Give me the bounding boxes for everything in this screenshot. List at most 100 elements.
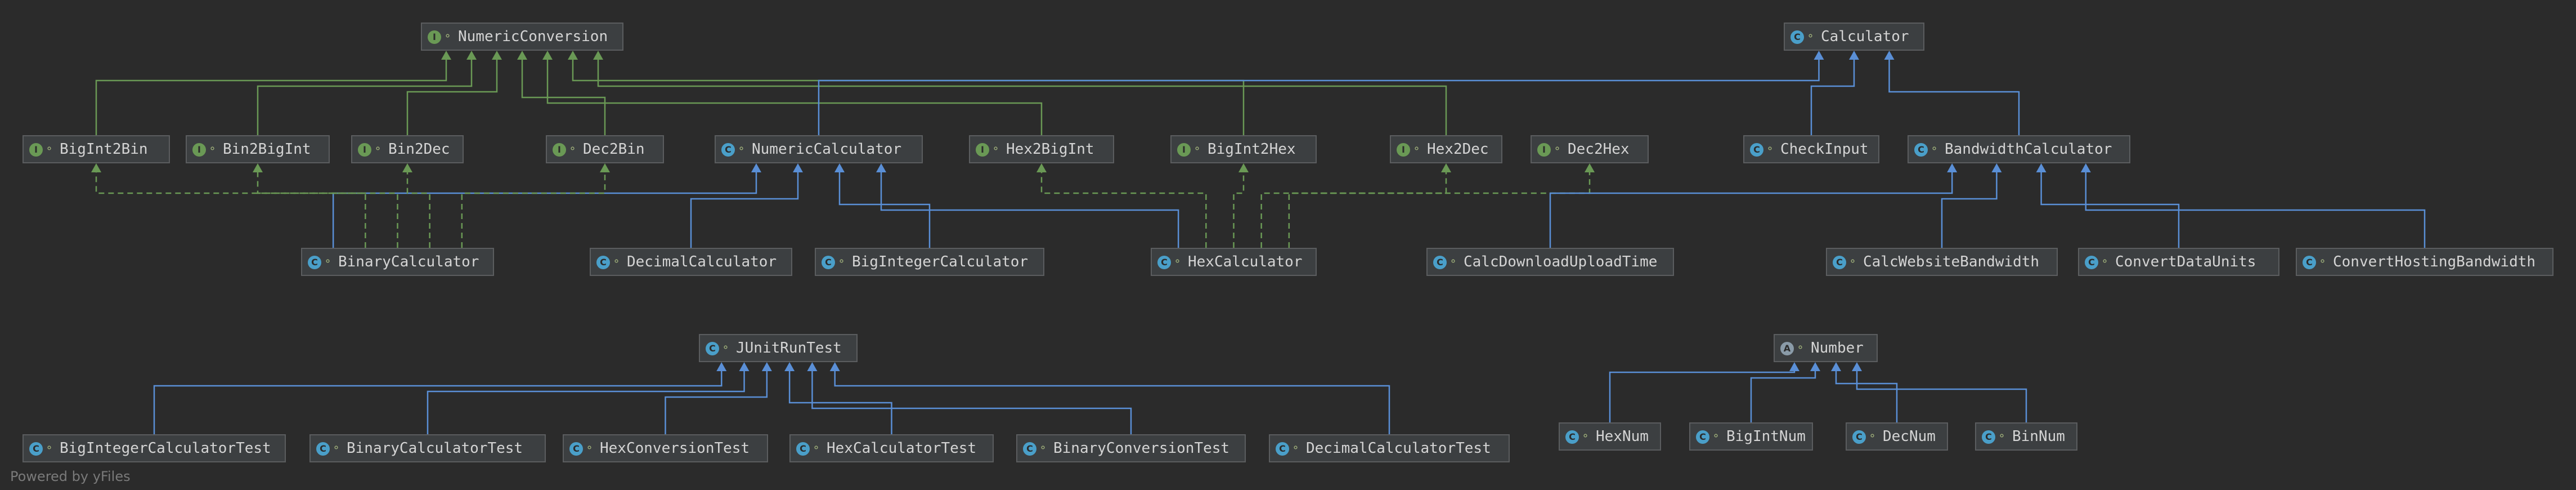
node-label: ConvertDataUnits — [2115, 253, 2256, 270]
visibility-icon: ⚬ — [45, 442, 54, 454]
interface-icon: I — [358, 143, 371, 157]
edge-hex-calculator-to-big-int2-hex — [1233, 171, 1245, 248]
node-calc-download-upload-time[interactable]: C⚬CalcDownloadUploadTime — [1426, 248, 1674, 276]
class-icon: C — [796, 442, 810, 456]
node-label: BinaryConversionTest — [1053, 440, 1230, 457]
visibility-icon: ⚬ — [1796, 342, 1805, 354]
node-bin-num[interactable]: C⚬BinNum — [1975, 422, 2077, 451]
node-numeric-conversion[interactable]: I⚬NumericConversion — [421, 23, 623, 51]
node-calculator[interactable]: C⚬Calculator — [1784, 23, 1924, 51]
class-icon: C — [1565, 430, 1579, 444]
node-number[interactable]: A⚬Number — [1774, 334, 1878, 362]
visibility-icon: ⚬ — [1712, 430, 1721, 442]
class-icon: C — [1023, 442, 1036, 456]
node-label: Calculator — [1821, 28, 1909, 45]
node-dec2-hex[interactable]: I⚬Dec2Hex — [1531, 135, 1649, 163]
node-label: HexConversionTest — [600, 440, 750, 457]
edge-big-integer-calculator-test-to-j-unit-run-test — [153, 370, 722, 434]
edge-big-int2-hex-to-numeric-conversion — [572, 59, 1245, 135]
node-label: HexNum — [1596, 428, 1649, 445]
watermark: Powered by yFiles — [10, 469, 131, 484]
arrowhead-icon — [402, 163, 412, 172]
visibility-icon: ⚬ — [2101, 256, 2110, 268]
node-label: BigInt2Hex — [1208, 141, 1296, 158]
class-icon: C — [316, 442, 330, 456]
interface-icon: I — [976, 143, 989, 157]
edge-hex-calculator-to-dec2-hex — [1288, 171, 1591, 248]
node-check-input[interactable]: C⚬CheckInput — [1743, 135, 1879, 163]
interface-icon: I — [1397, 143, 1410, 157]
arrowhead-icon — [2036, 163, 2047, 172]
edge-decimal-calculator-test-to-j-unit-run-test — [834, 370, 1390, 434]
node-big-integer-calculator-test[interactable]: C⚬BigIntegerCalculatorTest — [23, 434, 286, 462]
class-icon: C — [1982, 430, 1995, 444]
node-decimal-calculator-test[interactable]: C⚬DecimalCalculatorTest — [1269, 434, 1510, 462]
edge-hex2-dec-to-numeric-conversion — [597, 59, 1447, 135]
node-convert-data-units[interactable]: C⚬ ConvertDataUnits — [2078, 248, 2279, 276]
edge-hex2-big-int-to-numeric-conversion — [546, 59, 1043, 135]
node-hex2-dec[interactable]: I⚬Hex2Dec — [1390, 135, 1502, 163]
edge-binary-calculator-to-numeric-calculator — [332, 171, 757, 248]
node-bin2-dec[interactable]: I⚬Bin2Dec — [351, 135, 464, 163]
arrowhead-icon — [466, 51, 477, 60]
visibility-icon: ⚬ — [1868, 430, 1877, 442]
edge-binary-calculator-to-bin2-big-int — [257, 171, 398, 248]
node-numeric-calculator[interactable]: C⚬NumericCalculator — [715, 135, 923, 163]
node-label: BigInt2Bin — [60, 141, 148, 158]
edge-hex-calculator-test-to-j-unit-run-test — [788, 370, 892, 434]
node-hex-calculator-test[interactable]: C⚬HexCalculatorTest — [789, 434, 994, 462]
arrowhead-icon — [751, 163, 761, 172]
node-big-integer-calculator[interactable]: C⚬BigIntegerCalculator — [815, 248, 1044, 276]
node-label: Number — [1811, 340, 1864, 357]
arrowhead-icon — [1991, 163, 2002, 172]
node-binary-calculator[interactable]: C⚬BinaryCalculator — [301, 248, 494, 276]
class-icon: C — [1852, 430, 1866, 444]
node-big-int2-bin[interactable]: I⚬BigInt2Bin — [23, 135, 170, 163]
node-hex-num[interactable]: C⚬HexNum — [1559, 422, 1661, 451]
node-label: Bin2BigInt — [223, 141, 311, 158]
node-decimal-calculator[interactable]: C⚬DecimalCalculator — [590, 248, 792, 276]
node-label: CalcWebsiteBandwidth — [1863, 253, 2040, 270]
class-icon: C — [569, 442, 583, 456]
visibility-icon: ⚬ — [1291, 442, 1300, 454]
arrowhead-icon — [2080, 163, 2091, 172]
node-binary-conversion-test[interactable]: C⚬BinaryConversionTest — [1016, 434, 1246, 462]
class-icon: C — [2085, 256, 2098, 269]
node-hex-conversion-test[interactable]: C⚬HexConversionTest — [563, 434, 768, 462]
class-icon: C — [1276, 442, 1289, 456]
node-label: BigIntegerCalculator — [852, 253, 1029, 270]
arrowhead-icon — [876, 163, 886, 172]
node-big-int-num[interactable]: C⚬BigIntNum — [1689, 422, 1813, 451]
arrowhead-icon — [1884, 51, 1895, 60]
node-dec2-bin[interactable]: I⚬Dec2Bin — [546, 135, 664, 163]
visibility-icon: ⚬ — [2318, 256, 2327, 268]
class-icon: C — [2303, 256, 2316, 269]
node-big-int2-hex[interactable]: I⚬BigInt2Hex — [1170, 135, 1317, 163]
node-label: Dec2Hex — [1568, 141, 1630, 158]
visibility-icon: ⚬ — [568, 143, 577, 155]
node-dec-num[interactable]: C⚬DecNum — [1846, 422, 1948, 451]
class-icon: C — [1157, 256, 1171, 269]
node-calc-website-bandwidth[interactable]: C⚬CalcWebsiteBandwidth — [1826, 248, 2058, 276]
node-bin2-big-int[interactable]: I⚬Bin2BigInt — [186, 135, 330, 163]
node-j-unit-run-test[interactable]: C⚬JUnitRunTest — [699, 334, 858, 362]
class-icon: C — [1833, 256, 1846, 269]
node-hex-calculator[interactable]: C⚬HexCalculator — [1151, 248, 1317, 276]
node-bandwidth-calculator[interactable]: C⚬BandwidthCalculator — [1908, 135, 2130, 163]
node-label: BigIntNum — [1726, 428, 1806, 445]
class-icon: C — [1750, 143, 1763, 157]
edge-hex-calculator-to-numeric-calculator — [880, 171, 1179, 248]
arrowhead-icon — [1852, 362, 1862, 371]
edge-big-int-num-to-number — [1750, 370, 1816, 422]
edge-binary-conversion-test-to-j-unit-run-test — [811, 370, 1132, 434]
arrowhead-icon — [600, 163, 610, 172]
node-label: CalcDownloadUploadTime — [1464, 253, 1658, 270]
node-hex2-big-int[interactable]: I⚬Hex2BigInt — [969, 135, 1114, 163]
interface-icon: I — [192, 143, 206, 157]
class-icon: C — [822, 256, 835, 269]
arrowhead-icon — [716, 362, 727, 371]
visibility-icon: ⚬ — [1449, 256, 1458, 268]
node-binary-calculator-test[interactable]: C⚬BinaryCalculatorTest — [309, 434, 546, 462]
node-convert-hosting-bandwidth[interactable]: C⚬ConvertHostingBandwidth — [2296, 248, 2553, 276]
